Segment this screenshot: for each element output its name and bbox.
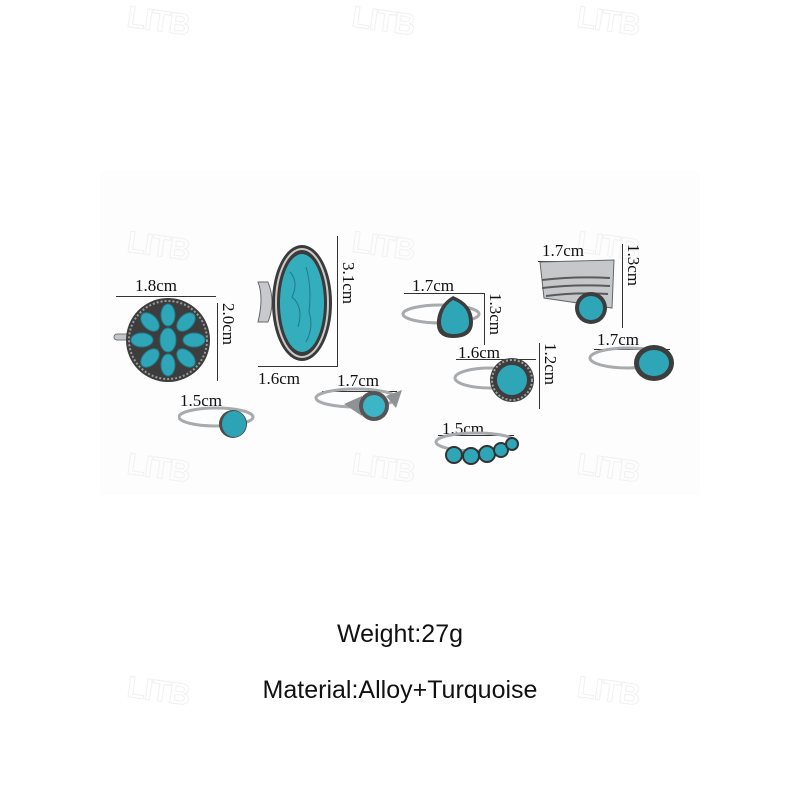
dimension-line <box>456 359 536 360</box>
watermark: LITB <box>125 0 193 43</box>
small-oval-ring <box>177 402 258 449</box>
teardrop-ring <box>401 294 483 349</box>
flower-oval-ring <box>588 340 678 393</box>
feather-wrap-ring <box>536 258 618 331</box>
watermark: LITB <box>350 0 418 43</box>
ring-height-label: 1.3cm <box>486 293 505 336</box>
watermark: LITB <box>575 0 643 43</box>
ring-width-label: 1.8cm <box>135 276 178 295</box>
dimension-line <box>258 366 338 367</box>
ring-height-label: 2.0cm <box>219 303 238 346</box>
ring-width-label: 1.7cm <box>597 330 640 349</box>
ring-height-label: 1.2cm <box>541 343 560 386</box>
sunburst-round-ring <box>452 356 538 411</box>
ring-width-label: 1.6cm <box>258 369 301 388</box>
material-spec: Material:Alloy+Turquoise <box>262 676 538 704</box>
ring-height-label: 1.3cm <box>624 244 643 287</box>
flower-cluster-ring <box>112 298 216 389</box>
dimension-line <box>484 293 485 345</box>
ring-width-label: 1.6cm <box>458 343 501 362</box>
ring-width-label: 1.7cm <box>337 371 380 390</box>
ring-height-label: 3.1cm <box>339 262 358 305</box>
oval-marquise-ring <box>254 242 336 369</box>
five-stone-band-ring <box>434 428 520 473</box>
dimension-line <box>539 343 540 409</box>
ring-width-label: 1.7cm <box>412 276 455 295</box>
dimension-line <box>622 244 623 328</box>
dimension-line <box>337 236 338 366</box>
dimension-line <box>404 293 484 294</box>
weight-spec: Weight:27g <box>336 620 463 648</box>
ring-width-label: 1.5cm <box>180 391 223 410</box>
dimension-line <box>322 391 397 392</box>
dimension-line <box>217 303 218 381</box>
dimension-line <box>116 296 216 297</box>
ring-width-label: 1.7cm <box>542 241 585 260</box>
dimension-line <box>438 435 514 436</box>
leaf-round-ring <box>314 386 404 429</box>
